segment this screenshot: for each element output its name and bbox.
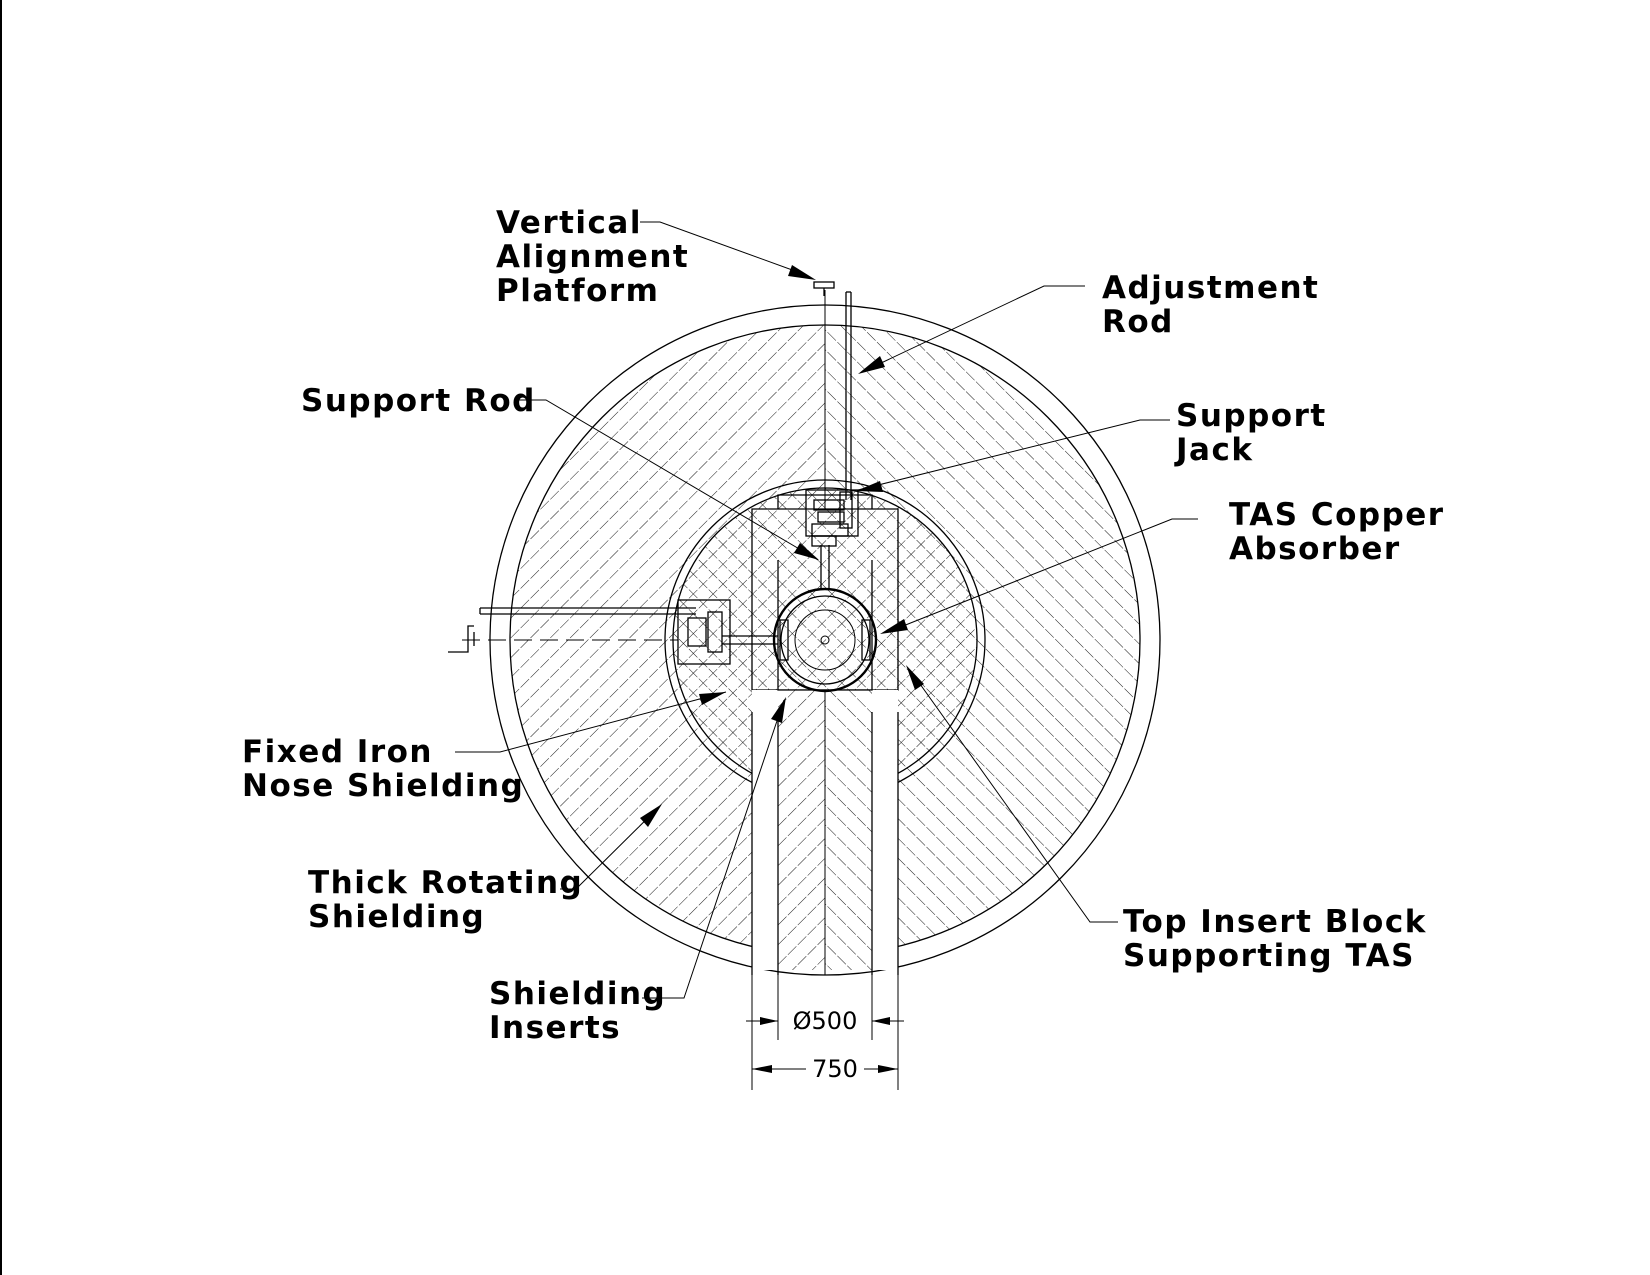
label-vertical-alignment-platform: Vertical Alignment Platform [496, 205, 702, 309]
adjustment-rod [845, 291, 852, 500]
label-adjustment-rod: Adjustment Rod [1102, 270, 1332, 340]
dimension-lines [746, 975, 904, 1090]
dimension-outer-width: 750 [812, 1055, 858, 1083]
horizontal-support-assembly [448, 599, 778, 665]
dimension-inner-diameter: Ø500 [793, 1007, 858, 1035]
label-support-jack: Support Jack [1174, 398, 1339, 468]
thick-rotating-shielding [510, 325, 1140, 955]
tas-copper-absorber [772, 560, 878, 693]
label-top-insert-block: Top Insert Block Supporting TAS [1123, 904, 1439, 974]
leader-lines [455, 221, 1198, 999]
label-thick-rotating-shielding: Thick Rotating Shielding [308, 865, 596, 935]
support-jack [805, 489, 859, 547]
label-fixed-iron-nose-shielding: Fixed Iron Nose Shielding [242, 734, 524, 804]
shielding-inserts [751, 690, 899, 975]
label-shielding-inserts: Shielding Inserts [489, 976, 679, 1046]
support-rod [820, 545, 830, 590]
label-tas-copper-absorber: TAS Copper Absorber [1229, 497, 1457, 567]
vertical-alignment-platform [813, 281, 835, 296]
label-support-rod: Support Rod [301, 383, 536, 419]
